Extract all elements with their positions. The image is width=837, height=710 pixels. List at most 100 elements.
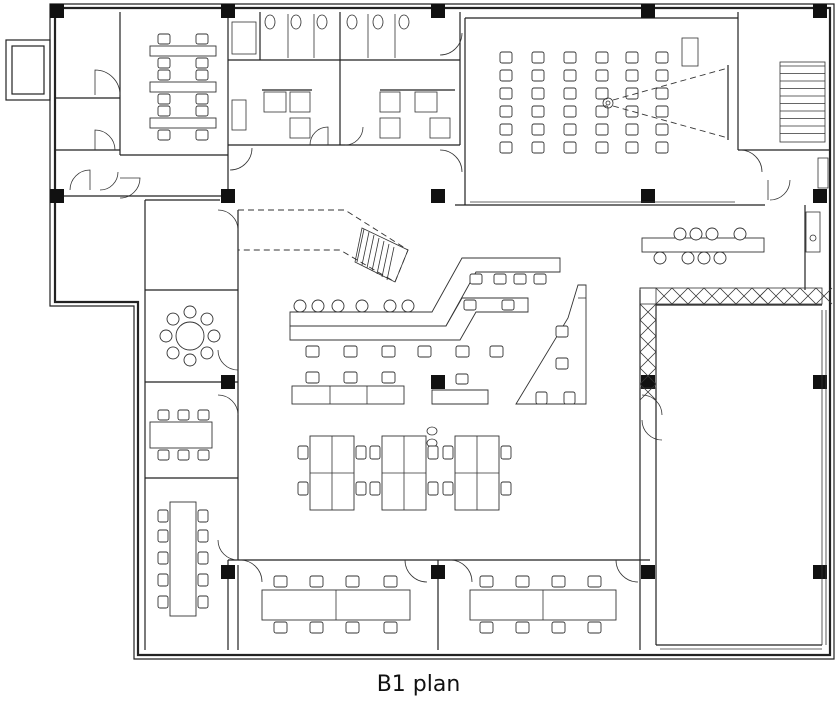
stool	[653, 251, 667, 265]
bottom-meeting-rooms	[261, 575, 617, 634]
chair	[499, 123, 513, 136]
chair	[655, 87, 669, 100]
chair	[195, 69, 209, 81]
stool	[331, 299, 345, 313]
stool	[311, 299, 325, 313]
chair	[273, 621, 288, 634]
chair	[369, 481, 381, 496]
chair	[531, 105, 545, 118]
chair	[197, 595, 209, 609]
chair	[157, 449, 170, 461]
stool	[355, 299, 369, 313]
truss-member	[655, 287, 673, 305]
chair	[355, 445, 367, 460]
chair	[455, 373, 469, 385]
chair	[499, 141, 513, 154]
stool	[293, 299, 307, 313]
round-meeting-room	[159, 305, 221, 367]
chair	[499, 69, 513, 82]
chair	[489, 345, 504, 358]
truss-member	[751, 287, 769, 305]
chair	[533, 273, 547, 285]
chair	[655, 51, 669, 64]
stair-tread	[376, 240, 385, 275]
stool	[383, 299, 397, 313]
truss-member	[735, 287, 753, 305]
stair-tread	[356, 228, 365, 263]
stool	[713, 251, 727, 265]
chair	[305, 345, 320, 358]
stool	[733, 227, 747, 241]
truss-member	[687, 287, 705, 305]
stool	[200, 346, 214, 360]
chair	[501, 299, 515, 311]
chair	[343, 345, 358, 358]
chair	[195, 33, 209, 45]
exterior-walls	[5, 3, 835, 660]
truss-member	[719, 287, 737, 305]
stool	[183, 305, 197, 319]
plan-caption: B1 plan	[376, 672, 461, 697]
chair	[587, 621, 602, 634]
truss-member	[639, 303, 657, 321]
truss-member	[799, 287, 817, 305]
upper-left-office-desks	[149, 33, 217, 141]
stair-tread	[371, 237, 380, 272]
chair	[595, 69, 609, 82]
chair	[297, 445, 309, 460]
restroom-fixtures	[231, 14, 451, 448]
chair	[655, 69, 669, 82]
chair	[513, 273, 527, 285]
chair	[197, 449, 210, 461]
chair	[563, 123, 577, 136]
chair	[427, 445, 439, 460]
chair	[499, 105, 513, 118]
chair	[197, 573, 209, 587]
chair	[563, 141, 577, 154]
truss-member	[639, 367, 657, 385]
stool	[207, 329, 221, 343]
chair	[595, 51, 609, 64]
stool	[183, 353, 197, 367]
chair	[500, 481, 512, 496]
toilet	[398, 14, 410, 30]
stool	[697, 251, 711, 265]
chair	[655, 105, 669, 118]
chair	[625, 51, 639, 64]
chair	[563, 69, 577, 82]
chair	[157, 69, 171, 81]
chair	[427, 481, 439, 496]
chair	[305, 371, 320, 384]
truss-member	[639, 319, 657, 337]
chair	[157, 573, 169, 587]
chair	[531, 123, 545, 136]
chair	[383, 575, 398, 588]
chair	[555, 325, 569, 338]
chair	[469, 273, 483, 285]
stair-tread	[361, 231, 370, 266]
chair	[625, 123, 639, 136]
chair	[655, 141, 669, 154]
chair	[595, 105, 609, 118]
chair	[531, 141, 545, 154]
stool	[166, 346, 180, 360]
chair	[493, 273, 507, 285]
chair	[273, 575, 288, 588]
chair	[195, 93, 209, 105]
stair-tread	[381, 243, 390, 278]
chair	[195, 105, 209, 117]
chair	[442, 481, 454, 496]
chair	[197, 509, 209, 523]
chair	[563, 391, 576, 405]
truss-member	[815, 287, 833, 305]
chair	[500, 445, 512, 460]
truss-member	[639, 335, 657, 353]
chair	[479, 575, 494, 588]
chair	[655, 123, 669, 136]
interior-walls	[55, 12, 830, 650]
chair	[157, 551, 169, 565]
toilet	[372, 14, 384, 30]
chair	[625, 141, 639, 154]
chair	[587, 575, 602, 588]
